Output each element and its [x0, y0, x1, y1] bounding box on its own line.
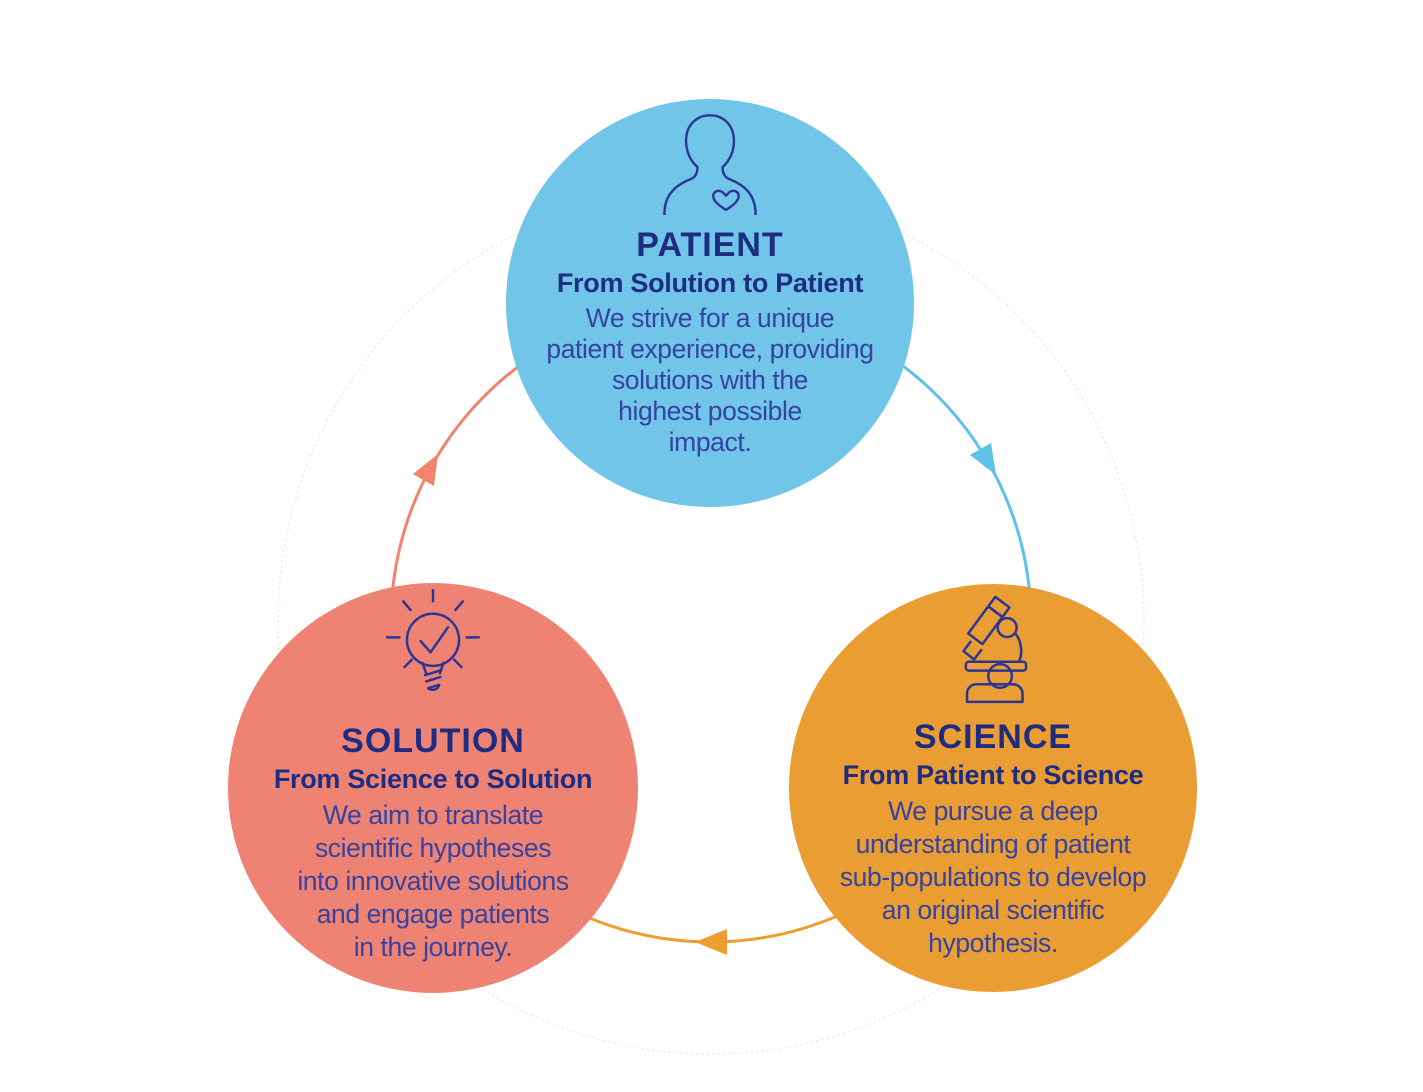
patient-subtitle: From Solution to Patient: [556, 268, 864, 298]
body-line: in the journey.: [353, 932, 513, 962]
solution-circle: SOLUTION From Science to Solution We aim…: [228, 583, 638, 993]
patient-title: PATIENT: [636, 226, 784, 264]
patient-circle: PATIENT From Solution to Patient We stri…: [506, 99, 914, 507]
solution-description: We aim to translate scientific hypothese…: [297, 799, 569, 964]
body-line: sub-populations to develop: [839, 862, 1147, 892]
body-line: highest possible: [618, 396, 802, 426]
body-line: hypothesis.: [928, 928, 1058, 958]
body-line: patient experience, providing: [546, 334, 874, 364]
outer-dotted-ring: [277, 187, 1145, 1055]
solution-title: SOLUTION: [341, 722, 525, 760]
solution-subtitle: From Science to Solution: [273, 764, 593, 794]
microscope-icon: [962, 595, 1028, 704]
body-line: into innovative solutions: [297, 866, 569, 896]
body-line: impact.: [668, 427, 752, 457]
patient-description: We strive for a unique patient experienc…: [546, 303, 874, 458]
arrowhead-up-icon: [413, 454, 438, 486]
science-title: SCIENCE: [913, 718, 1073, 756]
body-line: We strive for a unique: [585, 303, 835, 333]
body-line: understanding of patient: [855, 829, 1131, 859]
lightbulb-check-icon: [385, 589, 481, 691]
science-subtitle: From Patient to Science: [842, 760, 1144, 790]
body-line: We aim to translate: [322, 800, 544, 830]
body-line: and engage patients: [316, 899, 550, 929]
science-description: We pursue a deep understanding of patien…: [839, 795, 1147, 960]
body-line: scientific hypotheses: [314, 833, 552, 863]
person-heart-icon: [663, 114, 757, 215]
body-line: solutions with the: [611, 365, 809, 395]
body-line: an original scientific: [881, 895, 1105, 925]
body-line: We pursue a deep: [888, 796, 1098, 826]
science-circle: SCIENCE From Patient to Science We pursu…: [789, 584, 1197, 992]
arrowhead-down-icon: [970, 443, 996, 475]
arrowhead-left-icon: [695, 929, 727, 955]
